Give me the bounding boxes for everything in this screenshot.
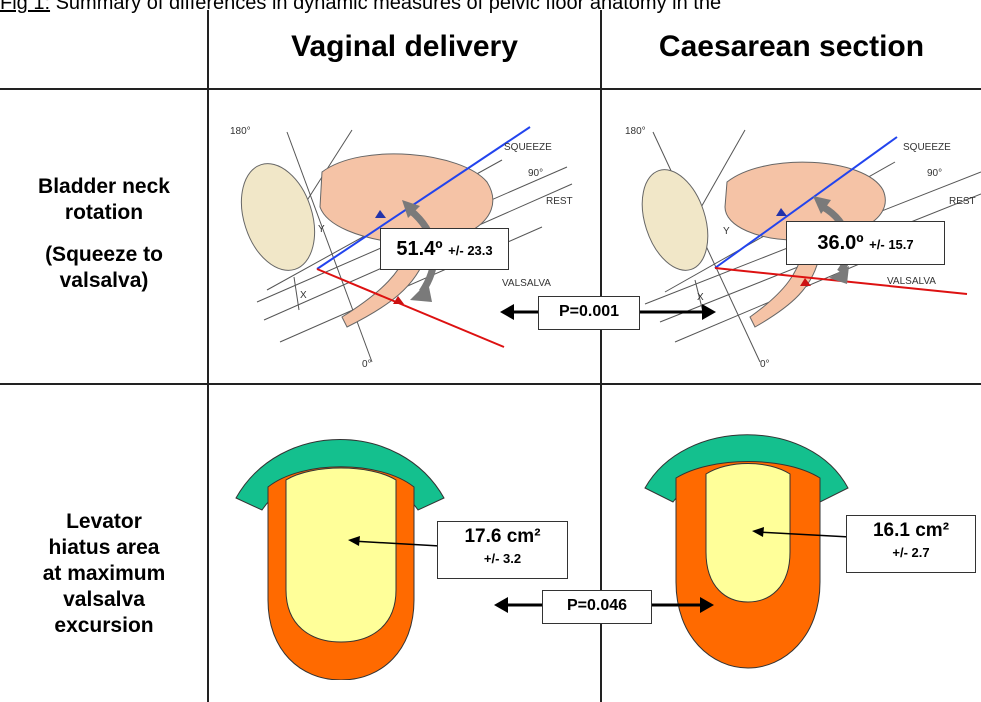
hiatus-diagram-caesarean	[640, 432, 860, 682]
column-header-caesarean: Caesarean section	[602, 30, 981, 64]
label-y: Y	[723, 226, 730, 237]
label-90-degrees: 90°	[528, 168, 543, 179]
row-header-bladder-line2: rotation	[0, 200, 208, 226]
label-rest: REST	[546, 196, 573, 207]
row-header-bladder-line1: Bladder neck	[0, 174, 208, 200]
figure-caption: Fig 1: Summary of differences in dynamic…	[0, 0, 721, 15]
row-subheader-bladder-line2: valsalva)	[0, 268, 208, 294]
row-subheader-bladder-line1: (Squeeze to	[0, 242, 208, 268]
hiatus-stat-caesarean: 16.1 cm² +/- 2.7	[846, 515, 976, 573]
row-header-levator-line2: hiatus area	[0, 535, 208, 561]
pubic-symphysis-shape	[229, 154, 328, 280]
grid-hline-rows	[0, 383, 981, 385]
label-valsalva: VALSALVA	[502, 278, 551, 289]
arrow-right-icon	[700, 597, 714, 613]
row-header-bladder: Bladder neck rotation (Squeeze to valsal…	[0, 174, 208, 294]
grid-hline-header	[0, 88, 981, 90]
hiatus-sd-vaginal: +/- 3.2	[438, 548, 567, 570]
bladder-p-value: P=0.001	[538, 296, 640, 330]
arrow-right-icon	[702, 304, 716, 320]
label-valsalva: VALSALVA	[887, 276, 936, 287]
row-header-levator: Levator hiatus area at maximum valsalva …	[0, 509, 208, 639]
hiatus-stat-vaginal: 17.6 cm² +/- 3.2	[437, 521, 568, 579]
label-y: Y	[318, 224, 325, 235]
bladder-stat-caesarean: 36.0º +/- 15.7	[786, 221, 945, 265]
label-rest: REST	[949, 196, 976, 207]
bladder-value-caesarean: 36.0º	[817, 232, 863, 254]
bladder-sd-caesarean: +/- 15.7	[869, 237, 913, 252]
arrow-left-icon	[494, 597, 508, 613]
bladder-value-vaginal: 51.4º	[396, 238, 442, 260]
arrow-left-icon	[500, 304, 514, 320]
pubic-symphysis-shape	[630, 161, 719, 278]
figure-label: Fig 1:	[0, 0, 50, 14]
label-180-degrees: 180°	[625, 126, 646, 137]
hiatus-area-shape	[286, 468, 396, 642]
bladder-stat-vaginal: 51.4º +/- 23.3	[380, 228, 509, 270]
row-header-levator-line4: valsalva	[0, 587, 208, 613]
label-0-degrees: 0°	[362, 359, 372, 370]
bladder-sd-vaginal: +/- 23.3	[448, 243, 492, 258]
label-squeeze: SQUEEZE	[903, 142, 951, 153]
row-header-levator-line3: at maximum	[0, 561, 208, 587]
hiatus-p-value: P=0.046	[542, 590, 652, 624]
label-90-degrees: 90°	[927, 168, 942, 179]
hiatus-value-vaginal: 17.6 cm²	[438, 526, 567, 548]
hiatus-value-caesarean: 16.1 cm²	[847, 520, 975, 542]
hiatus-sd-caesarean: +/- 2.7	[847, 542, 975, 564]
column-header-vaginal: Vaginal delivery	[209, 30, 600, 64]
hiatus-diagram-vaginal	[230, 430, 450, 680]
label-squeeze: SQUEEZE	[504, 142, 552, 153]
label-x: X	[300, 290, 307, 301]
label-180-degrees: 180°	[230, 126, 251, 137]
label-0-degrees: 0°	[760, 359, 770, 370]
figure-caption-text: Summary of differences in dynamic measur…	[50, 0, 721, 14]
row-header-levator-line5: excursion	[0, 613, 208, 639]
row-header-levator-line1: Levator	[0, 509, 208, 535]
